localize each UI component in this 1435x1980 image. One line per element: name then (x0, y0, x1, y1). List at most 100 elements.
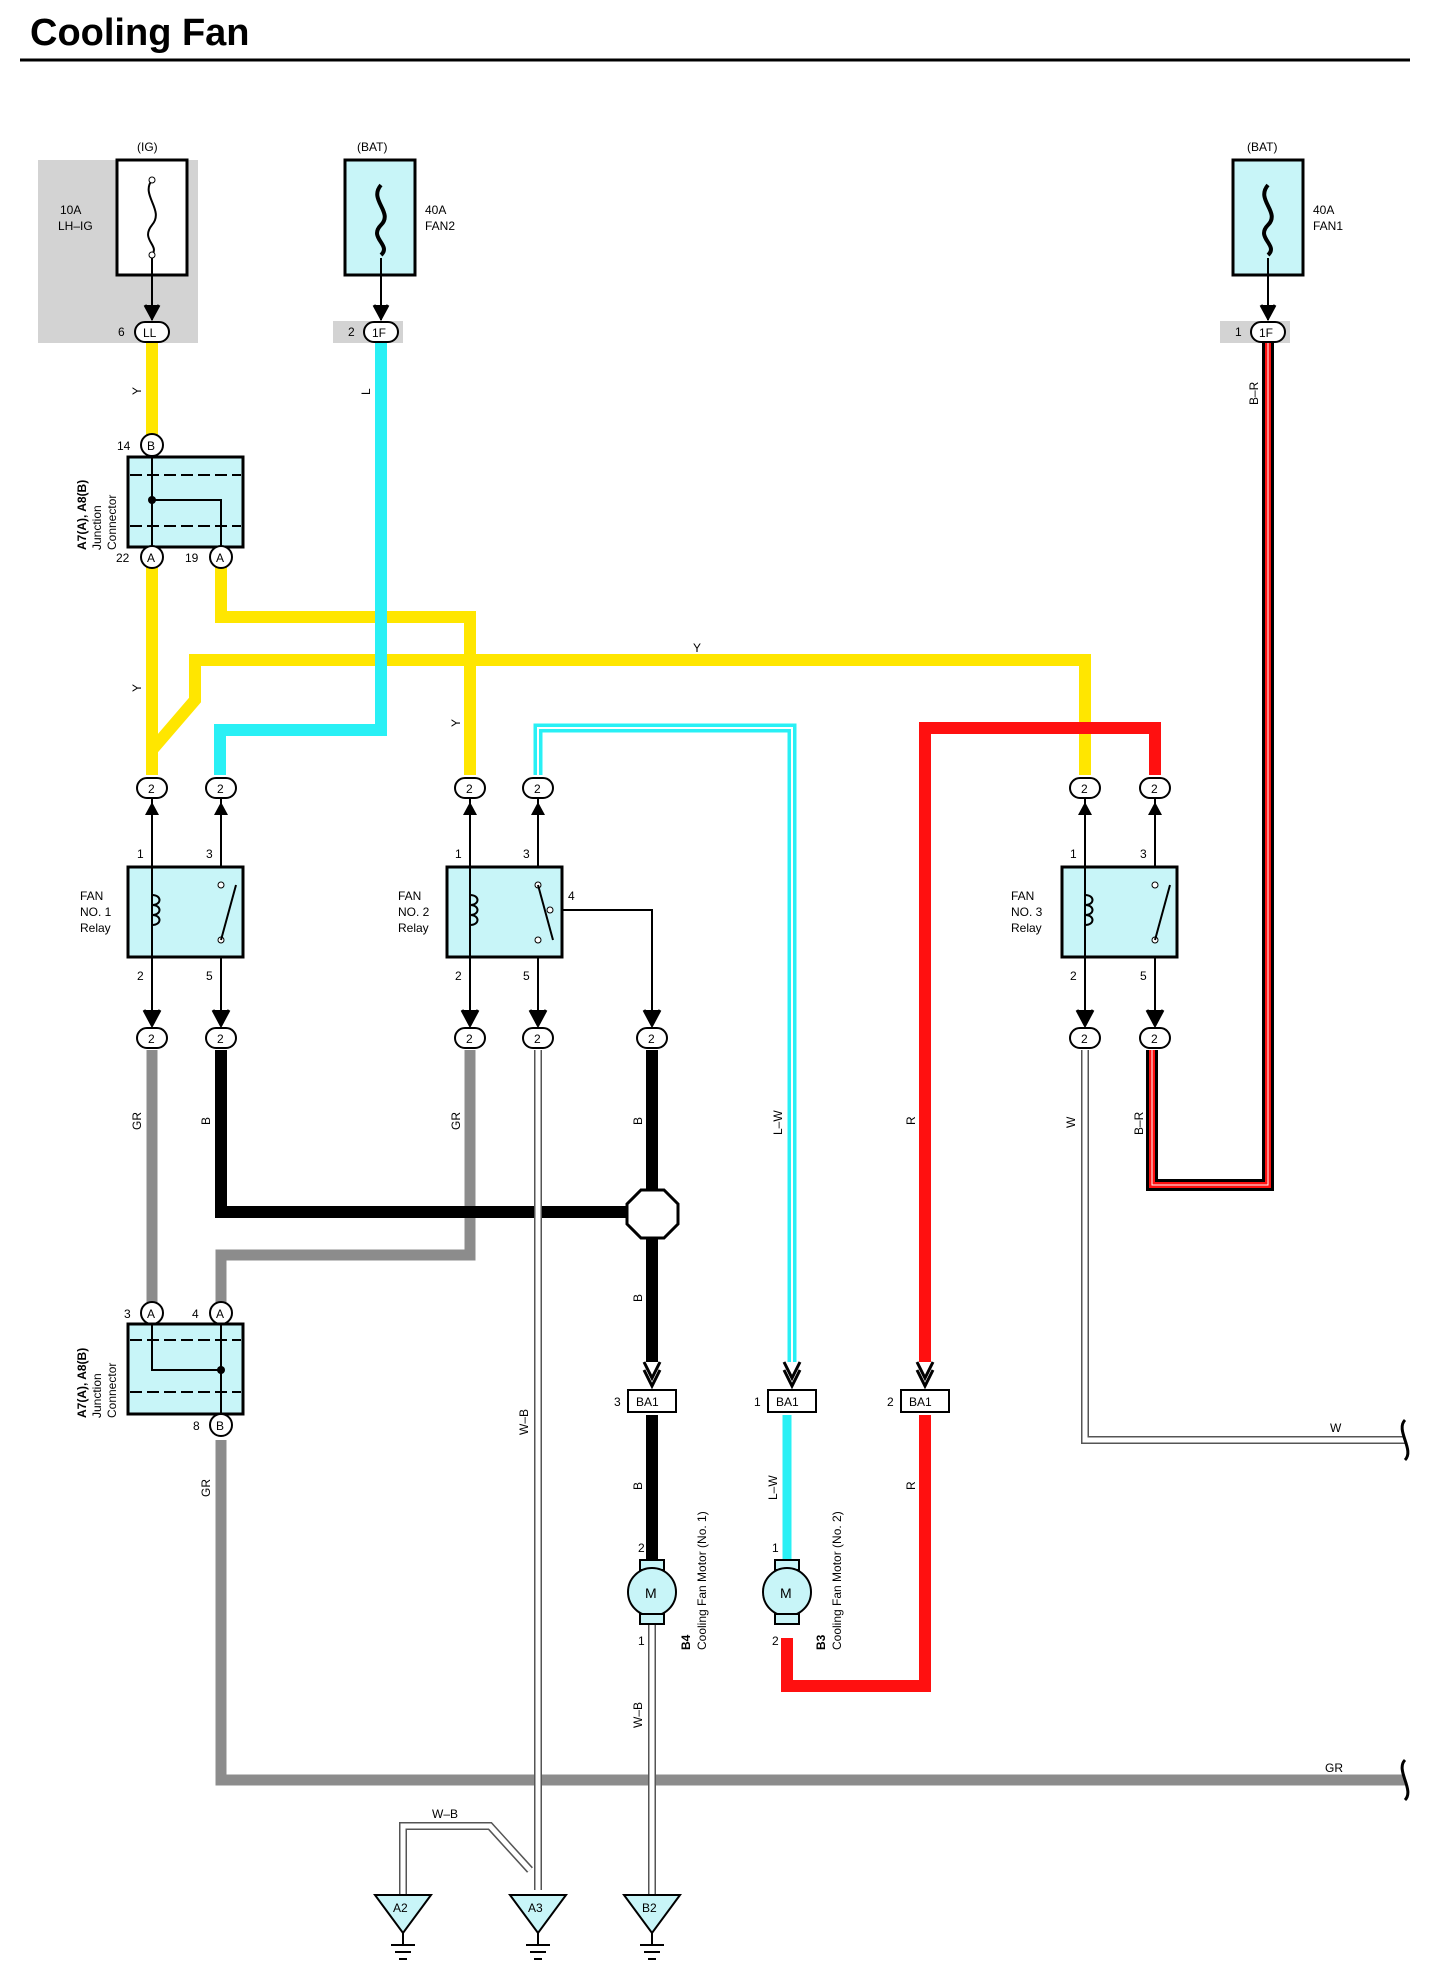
relay2-pin4: 4 (568, 889, 575, 903)
relay2-pin3: 3 (523, 847, 530, 861)
relay2-conn-4: 2 (648, 1032, 655, 1046)
fuse-lh-ig-rating: 10A (60, 203, 81, 217)
label-b-r-top: B–R (1247, 381, 1261, 405)
label-w-1: W (1064, 1116, 1078, 1128)
relay1-line3: Relay (80, 921, 111, 935)
relay1-conn-bl: 2 (148, 1032, 155, 1046)
fuse-fan2: (BAT) 40A FAN2 2 1F (343, 140, 455, 343)
label-y-2: Y (693, 641, 701, 655)
fuse-fan1-rating: 40A (1313, 203, 1334, 217)
relay1-pin1: 1 (137, 847, 144, 861)
fan-relay-3: 2 2 1 3 FAN NO. 3 Relay 2 5 2 2 (1011, 777, 1179, 1049)
label-l-w-2: L–W (766, 1475, 780, 1500)
motor-b4-symbol: M (645, 1585, 657, 1601)
fuse-fan2-source: (BAT) (357, 140, 387, 154)
relay2-line3: Relay (398, 921, 429, 935)
jc-top-name2: Junction (90, 505, 104, 550)
relay1-conn-tl: 2 (148, 782, 155, 796)
wire-white-w (1081, 1050, 1405, 1444)
jc-bot-name2: Junction (90, 1373, 104, 1418)
fan-relay-2: 2 2 1 3 4 FAN NO. 2 Relay 2 5 2 2 2 (398, 777, 668, 1049)
relay1-line2: NO. 1 (80, 905, 112, 919)
jc-top-pin-bl: A (147, 551, 155, 565)
relay3-line1: FAN (1011, 889, 1034, 903)
label-y-1: Y (130, 387, 144, 395)
ground-b2: B2 (622, 1894, 682, 1960)
label-w-b-2: W–B (631, 1702, 645, 1728)
motor-b4-name: Cooling Fan Motor (No. 1) (695, 1511, 709, 1650)
relay2-pin1: 1 (455, 847, 462, 861)
ground-a2-label: A2 (393, 1901, 408, 1915)
motor-b4: 2 M 1 B4 Cooling Fan Motor (No. 1) (627, 1511, 709, 1650)
fuse-lh-ig-name: LH–IG (58, 219, 93, 233)
wire-cyan-l (214, 343, 387, 775)
label-w-b-1: W–B (517, 1409, 531, 1435)
label-w-2: W (1330, 1421, 1342, 1435)
jc-bot-name3: Connector (105, 1363, 119, 1418)
wire-black-b (215, 1050, 658, 1560)
jc-top-pin-bl-num: 22 (116, 551, 130, 565)
wire-labels: Y L B–R Y Y Y GR B GR B L–W R W B–R B W–… (130, 381, 1343, 1821)
label-l: L (359, 388, 373, 395)
wire-relay2-pin4 (555, 909, 653, 1020)
fuse-lh-ig-connector: LL (143, 326, 157, 340)
jc-bot-pin-b-num: 8 (193, 1419, 200, 1433)
label-gr-1: GR (130, 1112, 144, 1130)
label-r-1: R (904, 1116, 918, 1125)
wire-gray-gr (146, 1050, 1405, 1786)
relay3-pin2: 2 (1070, 969, 1077, 983)
jc-top-name3: Connector (105, 495, 119, 550)
relay3-pin3: 3 (1140, 847, 1147, 861)
label-b-2: B (631, 1117, 645, 1125)
jc-bot-pin-tr: A (216, 1307, 224, 1321)
label-y-4: Y (449, 719, 463, 727)
fuse-fan2-name: FAN2 (425, 219, 455, 233)
relay3-pin1: 1 (1070, 847, 1077, 861)
relay2-line1: FAN (398, 889, 421, 903)
label-b-3: B (631, 1294, 645, 1302)
relay1-pin5: 5 (206, 969, 213, 983)
relay1-conn-br: 2 (217, 1032, 224, 1046)
relay2-conn-tl: 2 (466, 782, 473, 796)
wire-w-b (399, 1050, 656, 1895)
ground-a3: A3 (508, 1894, 568, 1960)
jc-bot-pin-tl-num: 3 (124, 1307, 131, 1321)
relay2-conn-tr: 2 (534, 782, 541, 796)
ba1-connector-1: BA1 1 (754, 1361, 817, 1413)
fuse-fan1-connector: 1F (1259, 326, 1273, 340)
label-b-1: B (199, 1117, 213, 1125)
label-gr-4: GR (1325, 1761, 1343, 1775)
fan-relay-1: 2 2 1 3 FAN NO. 1 Relay 2 5 2 2 (80, 777, 245, 1049)
relay3-conn-bl: 2 (1081, 1032, 1088, 1046)
jc-top-pin-top: B (147, 439, 155, 453)
ground-b2-label: B2 (642, 1901, 657, 1915)
jc-top-pin-top-num: 14 (117, 439, 131, 453)
fuse-fan1-pin: 1 (1235, 325, 1242, 339)
motor-b4-code: B4 (679, 1634, 693, 1650)
relay2-conn-br: 2 (534, 1032, 541, 1046)
relay1-pin3: 3 (206, 847, 213, 861)
continuation-gr-icon (1400, 1758, 1410, 1802)
jc-top-pin-br-num: 19 (185, 551, 199, 565)
fuse-lh-ig-source: (IG) (137, 140, 158, 154)
wire-yellow (146, 343, 1091, 775)
label-r-2: R (904, 1481, 918, 1490)
relay3-conn-tr: 2 (1151, 782, 1158, 796)
jc-bot-name1: A7(A), A8(B) (75, 1348, 89, 1418)
fuse-lh-ig-pin: 6 (118, 325, 125, 339)
label-w-b-3: W–B (432, 1807, 458, 1821)
relay3-pin5: 5 (1140, 969, 1147, 983)
ba1-2-pin: 2 (887, 1395, 894, 1409)
relay2-pin2: 2 (455, 969, 462, 983)
motor-b3-symbol: M (780, 1585, 792, 1601)
fuse-fan1-name: FAN1 (1313, 219, 1343, 233)
ba1-connector-3: BA1 3 (614, 1361, 677, 1413)
motor-b4-pin-bottom: 1 (638, 1634, 645, 1648)
junction-connector-bottom: 3 A 4 A B 8 A7(A), A8(B) Junction Connec… (75, 1301, 245, 1437)
fuse-fan1-source: (BAT) (1247, 140, 1277, 154)
motor-b3-pin-bottom: 2 (772, 1634, 779, 1648)
continuation-w-icon (1400, 1418, 1410, 1462)
page-title: Cooling Fan (30, 12, 250, 54)
fuse-fan1: (BAT) 40A FAN1 1 1F (1231, 140, 1343, 343)
